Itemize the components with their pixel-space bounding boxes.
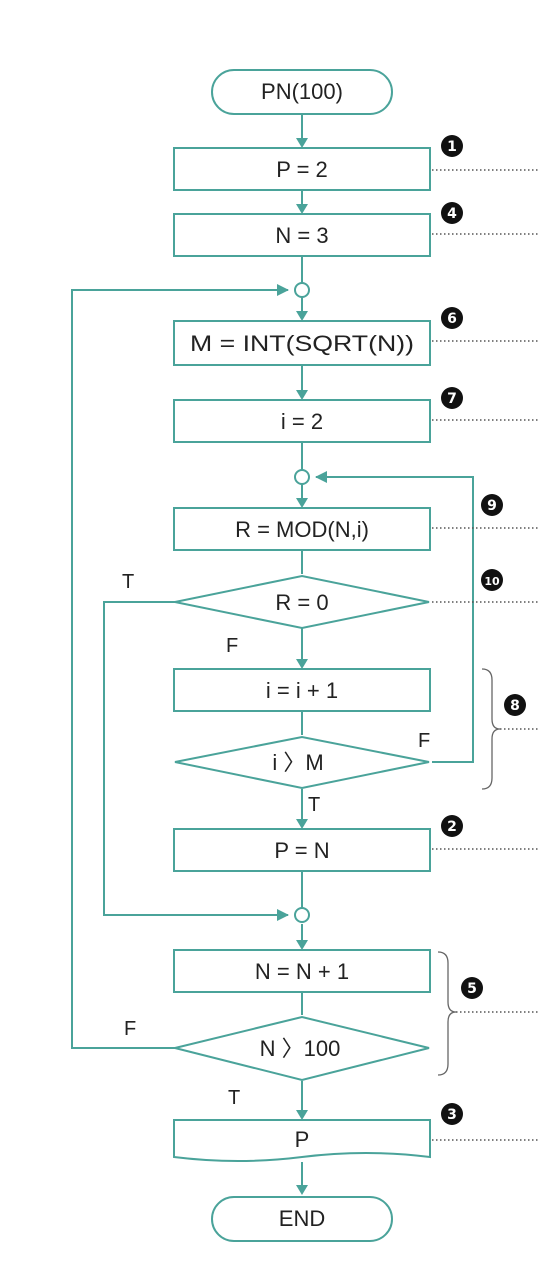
junction-merge [294,907,310,923]
arrowheads [277,138,327,1195]
process-m-calc: M = INT(SQRT(N)) [173,320,431,366]
leader-lines [432,169,539,1141]
process-i-init: i = 2 [173,399,431,443]
decision-n-gt-100-label: N 〉100 [260,1036,341,1061]
process-i-init-label: i = 2 [281,409,323,434]
decision-n-gt-100: N 〉100 [174,1015,430,1082]
end-terminal: END [211,1196,393,1242]
decision-r-zero: R = 0 [174,574,430,630]
badge-5: 5 [461,977,483,999]
process-n-init: N = 3 [173,213,431,257]
start-terminal: PN(100) [211,69,393,115]
badge-9: 9 [481,494,503,516]
output-p: P [173,1119,431,1162]
process-i-inc: i = i + 1 [173,668,431,712]
label-i-gt-m-true: T [308,794,320,816]
svg-text:3: 3 [447,1107,457,1123]
process-i-inc-label: i = i + 1 [266,678,338,703]
badge-10: 10 [481,569,503,591]
label-n-gt-100-true: T [228,1087,240,1109]
label-i-gt-m-false: F [418,730,430,752]
process-r-calc: R = MOD(N,i) [173,507,431,551]
process-p-init-label: P = 2 [276,157,328,182]
label-r-zero-false: F [226,635,238,657]
svg-text:4: 4 [447,206,457,222]
badge-1: 1 [441,135,463,157]
process-r-calc-label: R = MOD(N,i) [235,517,369,542]
badge-3: 3 [441,1103,463,1125]
decision-i-gt-m-label: i 〉M [272,750,323,775]
svg-text:8: 8 [510,698,520,714]
process-n-init-label: N = 3 [275,223,328,248]
process-m-calc-label: M = INT(SQRT(N)) [190,331,414,356]
svg-text:1: 1 [447,139,457,155]
label-r-zero-true: T [122,571,134,593]
badge-8: 8 [504,694,526,716]
end-terminal-label: END [279,1206,325,1231]
process-n-inc: N = N + 1 [173,949,431,993]
svg-text:5: 5 [467,981,477,997]
svg-text:7: 7 [447,391,457,407]
badge-2: 2 [441,815,463,837]
svg-text:6: 6 [447,311,457,327]
badge-7: 7 [441,387,463,409]
connectors [71,114,474,1193]
decision-r-zero-label: R = 0 [275,590,328,615]
badge-4: 4 [441,202,463,224]
process-n-inc-label: N = N + 1 [255,959,349,984]
svg-text:9: 9 [487,498,497,514]
badge-6: 6 [441,307,463,329]
svg-text:10: 10 [484,575,500,588]
junction-inner-loop [294,469,310,485]
label-n-gt-100-false: F [124,1018,136,1040]
junction-outer-loop [294,282,310,298]
start-terminal-label: PN(100) [261,79,343,104]
svg-text:2: 2 [447,819,457,835]
process-p-set: P = N [173,828,431,872]
decision-i-gt-m: i 〉M [174,735,430,790]
process-p-init: P = 2 [173,147,431,191]
brace-outer-increment [437,951,457,1076]
output-p-label: P [295,1127,310,1152]
process-p-set-label: P = N [274,838,329,863]
brace-inner-increment [481,668,501,790]
